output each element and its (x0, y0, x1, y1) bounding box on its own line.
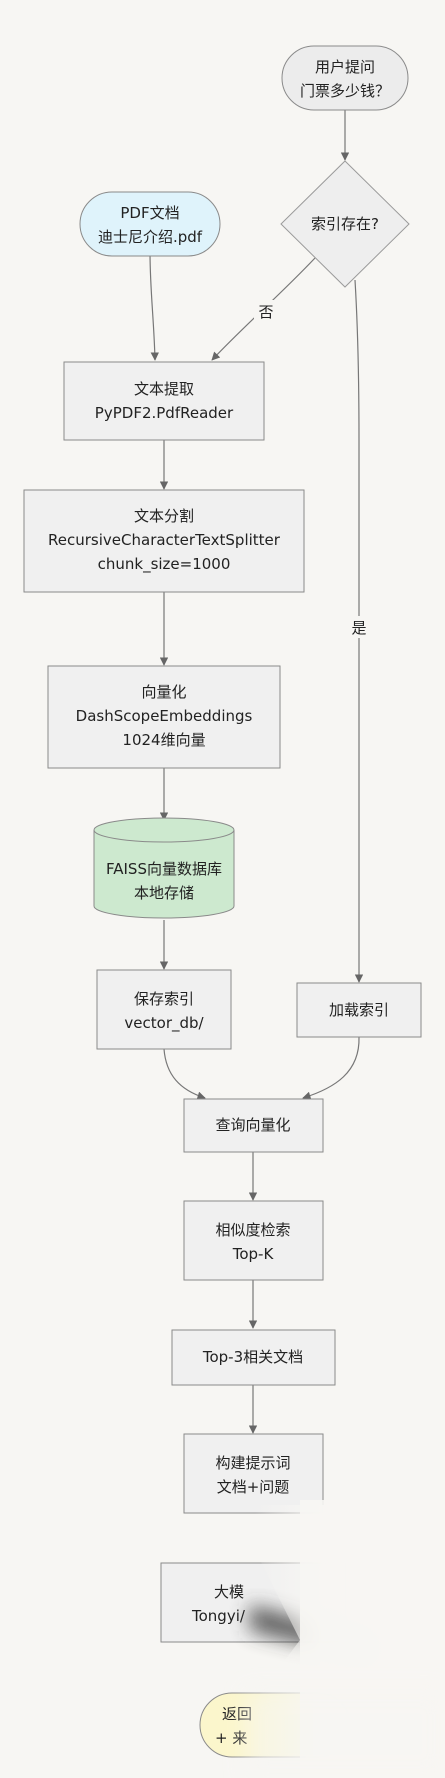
node-pdf-doc-line2: 迪士尼介绍.pdf (98, 228, 203, 246)
node-vectorize-line2: DashScopeEmbeddings (76, 707, 253, 725)
edges (149, 110, 364, 1434)
node-llm-line2: Tongyi/ (191, 1607, 246, 1625)
node-load-index-label: 加载索引 (329, 1001, 389, 1019)
node-top3-docs-label: Top-3相关文档 (202, 1348, 303, 1366)
edge-label-no: 否 (254, 300, 278, 322)
node-text-extract-line2: PyPDF2.PdfReader (95, 404, 234, 422)
node-llm-line1: 大模 (214, 1583, 244, 1601)
node-load-index: 加载索引 (296, 982, 422, 1038)
edge-save-to-query (163, 1048, 206, 1100)
node-save-index-line2: vector_db/ (124, 1014, 204, 1033)
node-vectorize: 向量化 DashScopeEmbeddings 1024维向量 (47, 665, 281, 769)
node-text-extract: 文本提取 PyPDF2.PdfReader (63, 361, 265, 441)
edge-label-no-text: 否 (258, 303, 273, 321)
node-user-question: 用户提问 门票多少钱？ (281, 45, 409, 111)
edge-load-to-query (302, 1036, 360, 1100)
node-user-question-line1: 用户提问 (315, 58, 375, 76)
node-faiss-db-line2: 本地存储 (134, 884, 194, 902)
node-text-extract-line1: 文本提取 (134, 380, 194, 398)
node-similarity-search-line2: Top-K (232, 1245, 275, 1263)
node-build-prompt-line2: 文档+问题 (217, 1478, 290, 1496)
node-query-vectorize: 查询向量化 (183, 1098, 324, 1153)
node-index-exists-label: 索引存在? (311, 215, 379, 233)
node-save-index: 保存索引 vector_db/ (96, 969, 232, 1050)
node-text-split-line2: RecursiveCharacterTextSplitter (48, 531, 281, 549)
node-vectorize-line3: 1024维向量 (122, 731, 205, 749)
node-build-prompt-line1: 构建提示词 (215, 1454, 290, 1472)
edge-decision-yes (354, 279, 364, 983)
node-similarity-search-line1: 相似度检索 (215, 1221, 290, 1239)
node-similarity-search: 相似度检索 Top-K (183, 1200, 324, 1281)
node-faiss-db-line1: FAISS向量数据库 (106, 860, 222, 878)
node-text-split-line1: 文本分割 (134, 507, 194, 525)
node-build-prompt: 构建提示词 文档+问题 (183, 1433, 324, 1514)
node-vectorize-line1: 向量化 (141, 683, 186, 701)
node-save-index-line1: 保存索引 (134, 990, 194, 1008)
node-text-split: 文本分割 RecursiveCharacterTextSplitter chun… (23, 489, 305, 593)
node-faiss-db: FAISS向量数据库 本地存储 (93, 817, 235, 919)
node-pdf-doc: PDF文档 迪士尼介绍.pdf (79, 191, 221, 257)
node-text-split-line3: chunk_size=1000 (98, 555, 231, 574)
obscuring-overlay (245, 1500, 445, 1778)
node-user-question-line2: 门票多少钱？ (300, 82, 390, 100)
edge-pdf-to-extract (149, 251, 160, 361)
node-pdf-doc-line1: PDF文档 (120, 204, 179, 222)
node-query-vectorize-label: 查询向量化 (215, 1116, 290, 1134)
edge-label-yes-text: 是 (351, 619, 366, 637)
node-return-answer-line2: + 来 (215, 1729, 247, 1747)
node-top3-docs: Top-3相关文档 (171, 1329, 336, 1386)
edge-label-yes: 是 (347, 616, 371, 638)
node-index-exists: 索引存在? (280, 160, 410, 288)
node-return-answer-line1: 返回 (222, 1705, 252, 1723)
